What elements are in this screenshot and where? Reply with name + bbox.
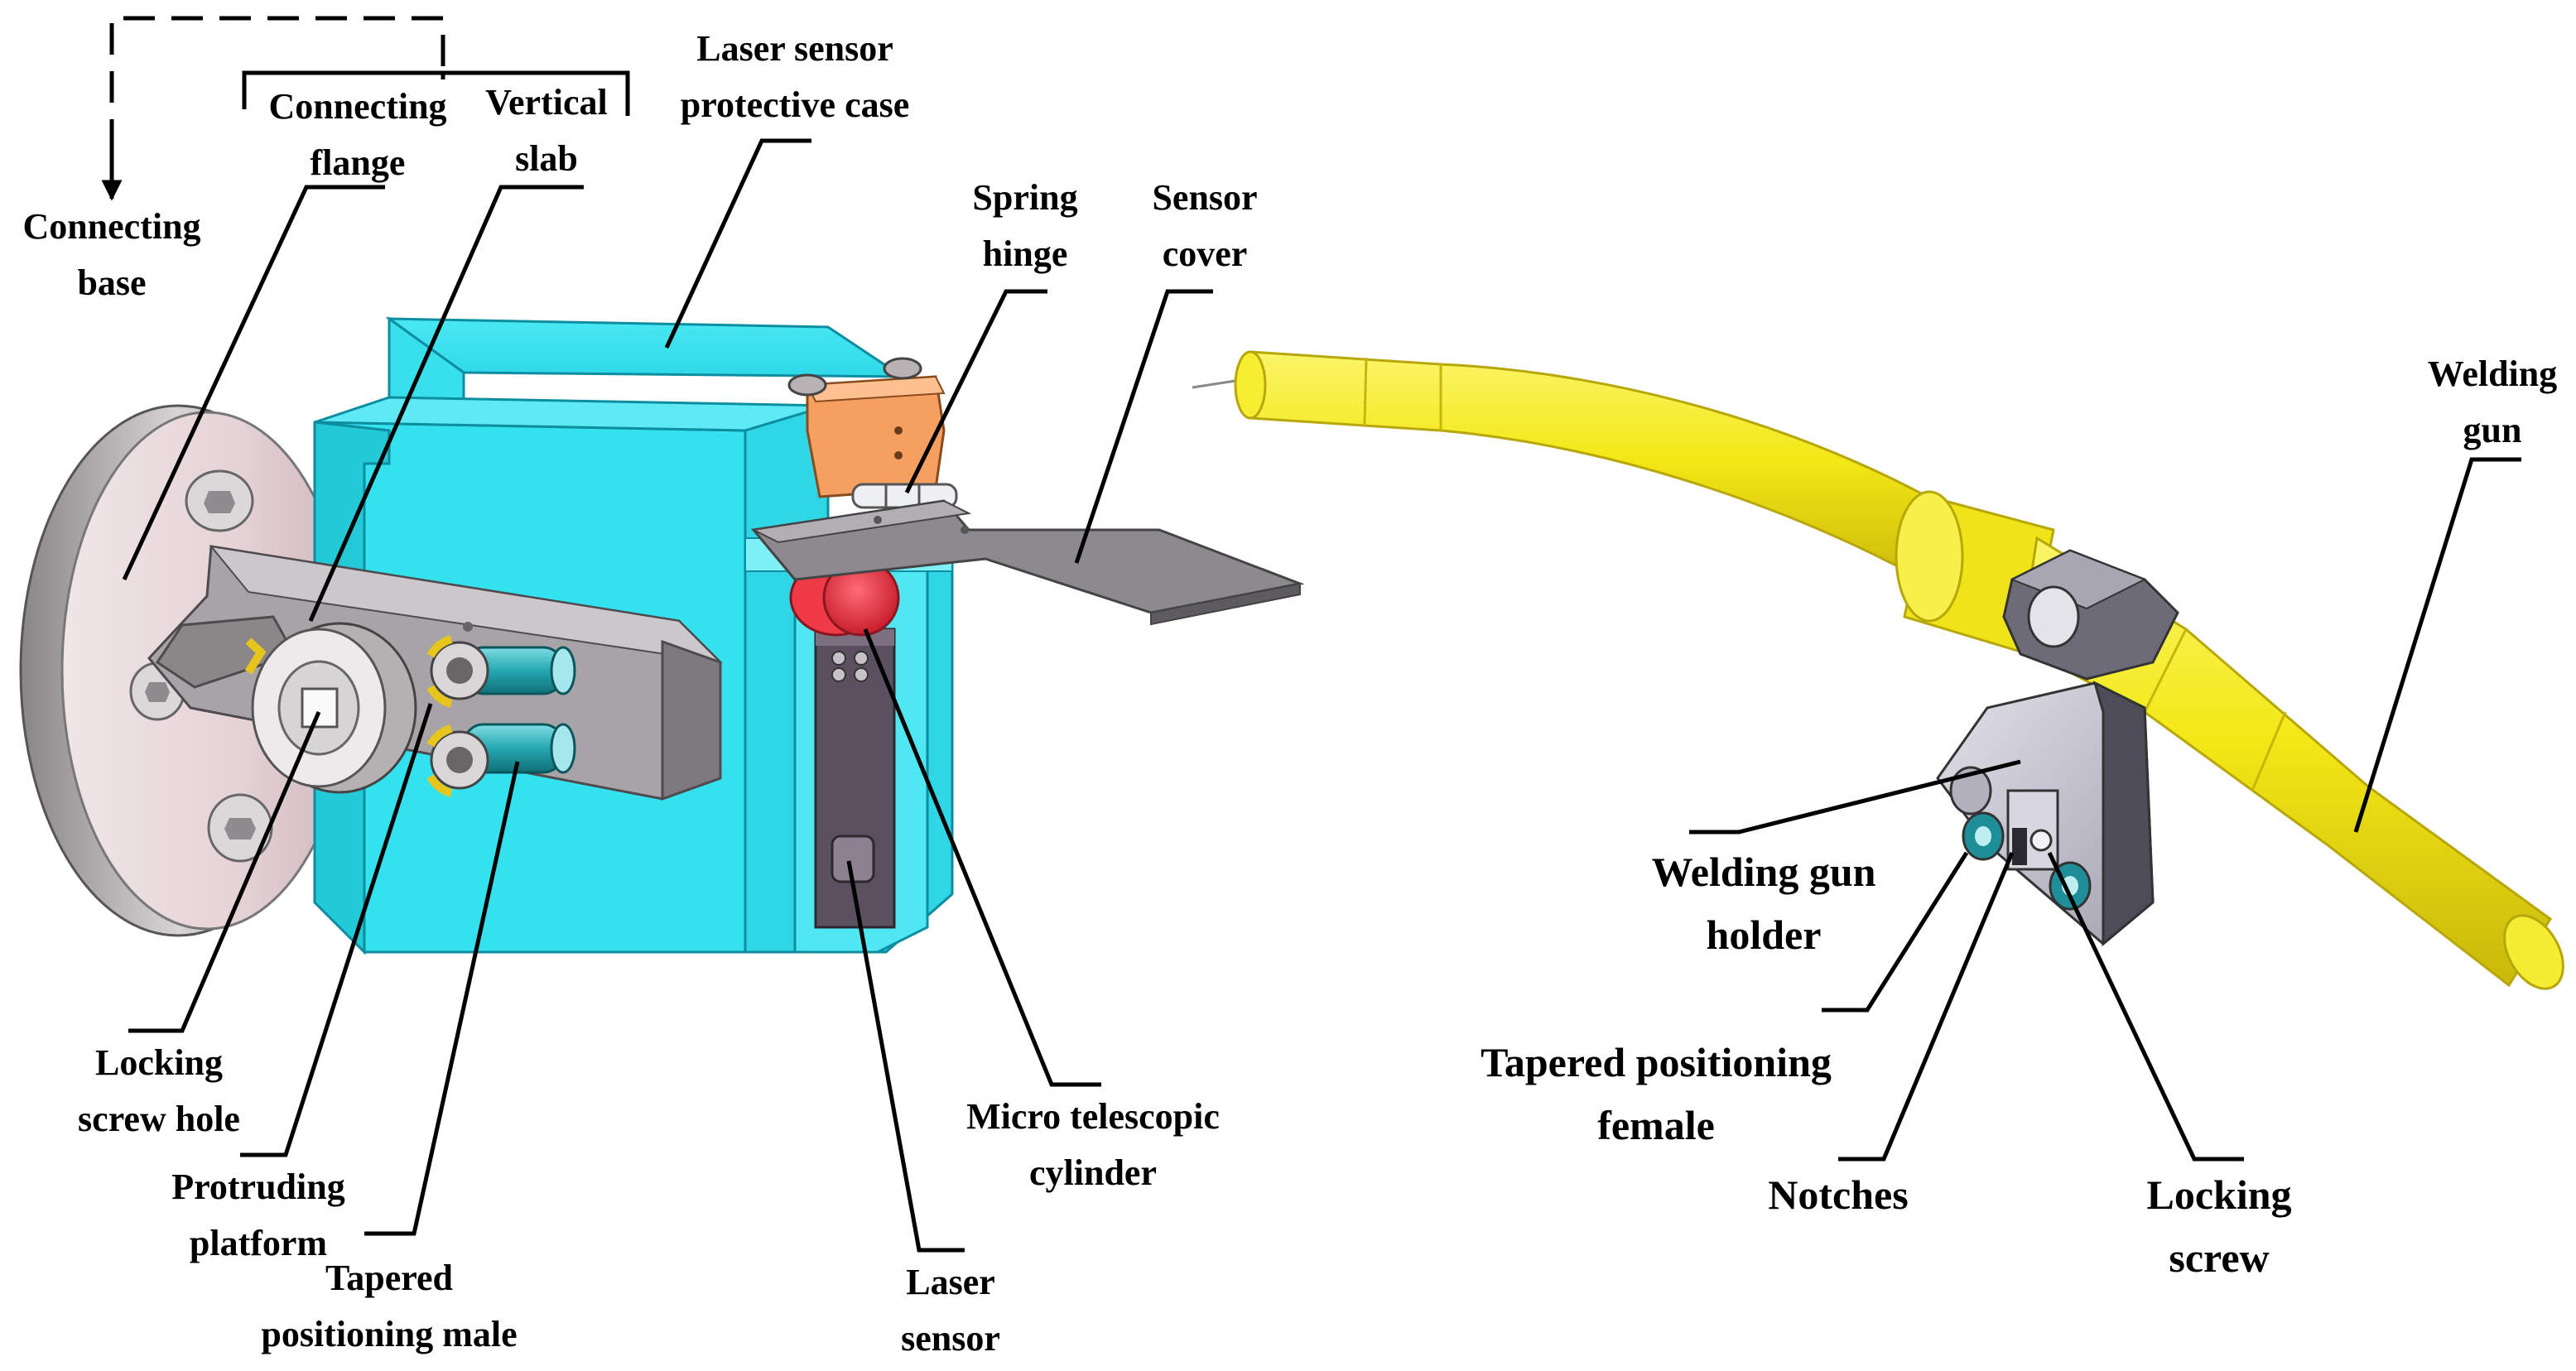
label-locking-screw-line1: Locking [2146, 1171, 2292, 1218]
label-welding-gun-holder-line2: holder [1706, 912, 1822, 958]
label-tapered-male-line1: Tapered [325, 1258, 454, 1298]
label-tapered-male-line2: positioning male [261, 1314, 518, 1354]
welding-gun-holder [1936, 549, 2179, 947]
label-locking-screw-hole: Locking screw hole [78, 1035, 240, 1147]
label-notches-line1: Notches [1768, 1171, 1909, 1218]
micro-telescopic-cylinder [789, 559, 900, 637]
label-tapered-male: Tapered positioning male [261, 1250, 517, 1363]
label-laser-sensor-line2: sensor [901, 1318, 1000, 1359]
label-laser-sensor: Laser sensor [901, 1254, 1000, 1367]
label-micro-cylinder-line1: Micro telescopic [966, 1096, 1220, 1137]
tapered-positioning-male [426, 635, 576, 797]
label-protruding-platform-line1: Protruding [171, 1167, 345, 1207]
label-laser-case-line2: protective case [680, 84, 910, 125]
label-micro-cylinder: Micro telescopic cylinder [966, 1089, 1220, 1201]
label-locking-screw-hole-line1: Locking [94, 1042, 224, 1083]
label-tapered-female: Tapered positioning female [1481, 1031, 1832, 1157]
label-connecting-base-line2: base [77, 262, 147, 303]
label-tapered-female-line1: Tapered positioning [1481, 1039, 1832, 1085]
label-laser-sensor-line1: Laser [906, 1262, 995, 1302]
label-locking-screw: Locking screw [2146, 1163, 2291, 1289]
label-welding-gun-holder-line1: Welding gun [1651, 849, 1876, 895]
label-vertical-slab: Vertical slab [485, 75, 607, 187]
label-locking-screw-line2: screw [2169, 1234, 2270, 1281]
label-vertical-slab-line1: Vertical [485, 82, 608, 123]
laser-sensor-body [814, 628, 896, 929]
label-connecting-flange-line2: flange [310, 142, 406, 183]
label-sensor-cover-line1: Sensor [1152, 177, 1258, 218]
label-connecting-base: Connecting base [22, 199, 200, 311]
label-micro-cylinder-line2: cylinder [1029, 1152, 1157, 1193]
label-locking-screw-hole-line2: screw hole [78, 1099, 240, 1139]
label-welding-gun-line2: gun [2463, 410, 2522, 450]
label-protruding-platform-line2: platform [189, 1223, 328, 1263]
label-welding-gun-line1: Welding [2427, 354, 2558, 394]
label-welding-gun-holder: Welding gun holder [1652, 840, 1876, 966]
label-spring-hinge: Spring hinge [972, 170, 1077, 282]
label-connecting-flange-line1: Connecting [268, 86, 447, 127]
label-laser-case-line1: Laser sensor [696, 28, 893, 69]
label-notches: Notches [1768, 1163, 1908, 1226]
locking-knob [244, 622, 417, 794]
welding-gun [1192, 350, 2564, 990]
sensor-cover-plate [750, 499, 1305, 626]
label-spring-hinge-line2: hinge [982, 233, 1068, 274]
label-sensor-cover: Sensor cover [1152, 170, 1257, 282]
label-sensor-cover-line2: cover [1162, 233, 1248, 274]
label-spring-hinge-line1: Spring [972, 177, 1078, 218]
leader-lines [101, 16, 2521, 1253]
label-welding-gun: Welding gun [2428, 346, 2558, 459]
label-vertical-slab-line2: slab [515, 138, 578, 179]
label-laser-case: Laser sensor protective case [681, 21, 910, 133]
label-protruding-platform: Protruding platform [171, 1159, 344, 1272]
label-tapered-female-line2: female [1597, 1102, 1715, 1148]
label-connecting-base-line1: Connecting [22, 206, 201, 247]
label-connecting-flange: Connecting flange [268, 79, 446, 191]
